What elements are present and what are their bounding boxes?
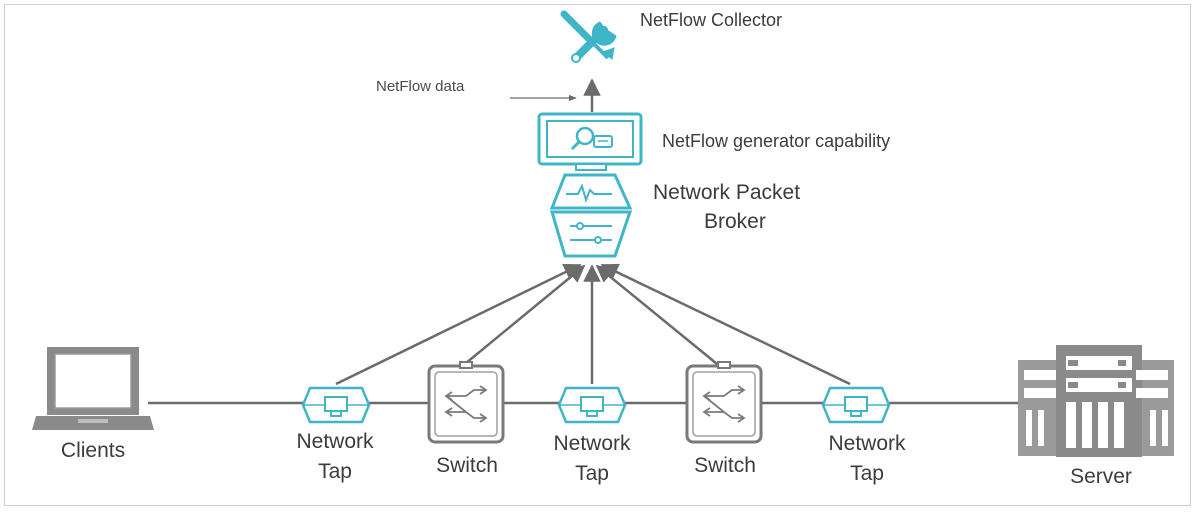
arrow-tap1-to-broker <box>335 263 582 386</box>
switch1-label: Switch <box>436 454 498 477</box>
arrow-switch2-to-broker <box>595 264 723 369</box>
generator-label: NetFlow generator capability <box>662 131 891 151</box>
collector-label: NetFlow Collector <box>640 10 783 30</box>
tap3-label-line2: Tap <box>850 462 884 485</box>
wrench-screwdriver-icon <box>560 10 617 63</box>
netflow-data-label: NetFlow data <box>376 78 465 95</box>
network-tap-icon <box>301 386 371 424</box>
switch-icon <box>685 361 763 444</box>
server-rack-icon <box>1018 345 1174 457</box>
tap2-label-line1: Network <box>553 432 631 455</box>
switch2-label: Switch <box>694 454 756 477</box>
packet-broker-label-line2: Broker <box>704 210 766 233</box>
monitor-magnifier-icon <box>537 112 643 171</box>
tap-to-broker-arrows <box>335 78 851 386</box>
arrow-switch1-to-broker <box>459 264 586 369</box>
server-label: Server <box>1070 465 1132 488</box>
clients-label: Clients <box>60 439 126 462</box>
laptop-icon <box>32 347 154 430</box>
arrow-tap3-to-broker <box>600 263 851 386</box>
network-tap-icon <box>557 386 627 424</box>
tap2-label-line2: Tap <box>575 462 609 485</box>
tap1-label-line1: Network <box>296 430 374 453</box>
switch-icon <box>427 361 505 444</box>
packet-broker-icon <box>549 173 633 258</box>
packet-broker-label-line1: Network Packet <box>653 181 801 204</box>
tap3-label-line1: Network <box>828 432 906 455</box>
network-tap-icon <box>821 386 891 424</box>
diagram-frame <box>4 4 1191 506</box>
tap1-label-line2: Tap <box>318 460 352 483</box>
